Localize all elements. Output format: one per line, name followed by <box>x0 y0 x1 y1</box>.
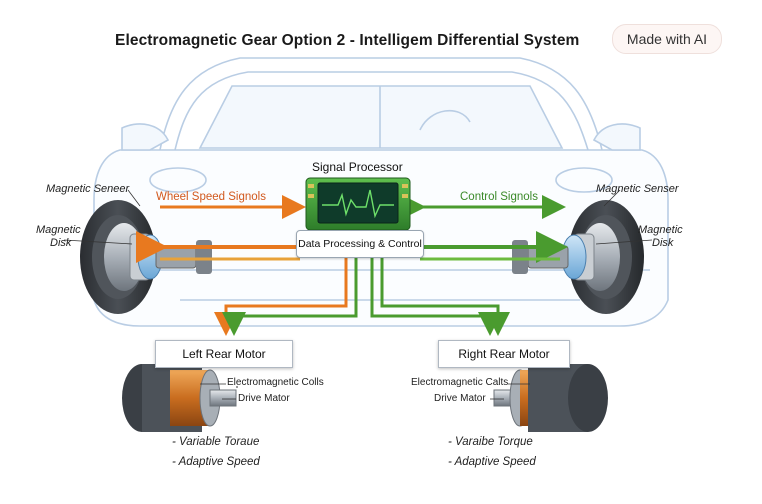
magnetic-disk-left-label-1: Magnetic <box>36 224 81 236</box>
right-disk-pointer <box>595 239 653 245</box>
right-bullet-speed: - Adaptive Speed <box>448 456 536 468</box>
circuit-board-icon <box>305 177 411 231</box>
right-rear-motor-title: Right Rear Motor <box>438 340 570 368</box>
left-disk-pointer <box>63 239 133 245</box>
left-drive-label: Drive Mator <box>238 393 290 404</box>
page-title: Electromagnetic Gear Option 2 - Intellig… <box>115 32 580 49</box>
right-sensor-pointer <box>603 189 621 207</box>
route-to-left-motor <box>214 258 358 336</box>
left-sensor-pointer <box>127 189 141 207</box>
magnetic-disk-right-label-1: Magnetic <box>638 224 683 236</box>
magnetic-sensor-left-label: Magnetic Seneer <box>46 183 130 195</box>
control-signals-label: Control Signols <box>460 191 538 203</box>
data-processing-box: Data Processing & Control <box>296 230 424 258</box>
right-motor-icon <box>493 364 608 432</box>
left-bullet-speed: - Adaptive Speed <box>172 456 260 468</box>
right-coils-label: Electromagnetic Calts <box>411 377 509 388</box>
left-motor-icon <box>122 364 238 432</box>
magnetic-sensor-right-label: Magnetic Senser <box>596 183 679 195</box>
left-rear-motor-title: Left Rear Motor <box>155 340 293 368</box>
wheel-speed-signals-label: Wheel Speed Signols <box>156 191 266 203</box>
route-to-right-motor <box>370 258 510 336</box>
magnetic-disk-left-label-2: Disk <box>50 237 72 249</box>
made-with-ai-badge: Made with AI <box>612 24 722 54</box>
left-coils-label: Electromagnetic Colls <box>227 377 324 388</box>
left-bullet-torque: - Variable Toraue <box>172 436 260 448</box>
magnetic-disk-right-label-2: Disk <box>652 237 674 249</box>
signal-processor-label: Signal Processor <box>312 160 403 174</box>
right-drive-label: Drive Mator <box>434 393 486 404</box>
left-axle-lines <box>136 231 300 263</box>
right-axle-lines <box>420 231 568 263</box>
right-bullet-torque: - Varaibe Torque <box>448 436 533 448</box>
